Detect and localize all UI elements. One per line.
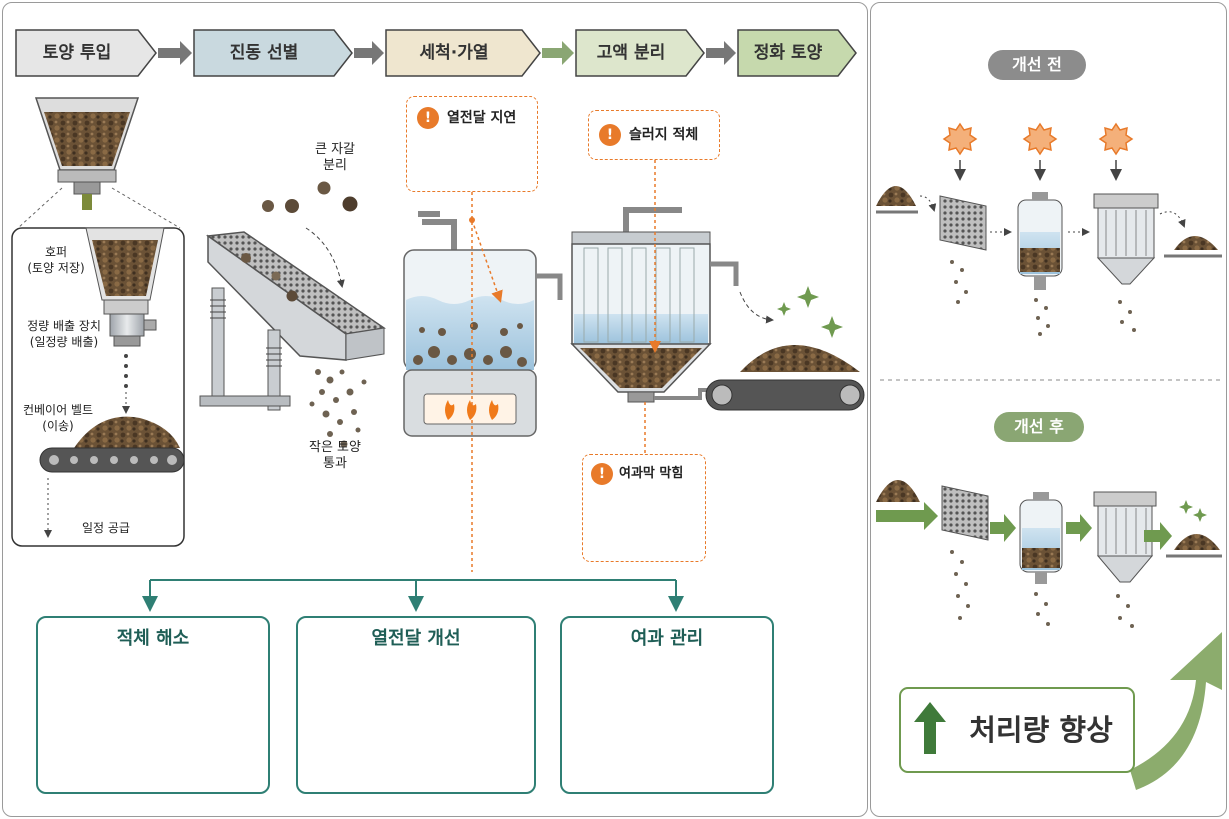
flow-arrow — [158, 41, 192, 65]
warning-connectors — [469, 160, 661, 572]
stage-label: 정화 토양 — [753, 43, 823, 63]
stage-label: 세척·가열 — [419, 43, 489, 63]
trend-up-arrow — [1130, 632, 1222, 790]
heat-delay-title: 열전달 지연 — [447, 110, 517, 126]
stage-shape — [575, 29, 705, 77]
solution-branch-arrows — [142, 579, 684, 612]
flow-arrow — [706, 41, 736, 65]
stage-shapes — [15, 29, 857, 77]
hopper-illustration — [17, 97, 181, 229]
conveyor-label: 컨베이어 벨트 (이송) — [22, 403, 94, 433]
hopper-label: 호퍼 (토양 저장) — [27, 245, 85, 275]
stage-label: 토양 투입 — [42, 43, 112, 63]
solution-filter-box: 여과 관리 — [560, 616, 774, 794]
warning-icon: ! — [599, 124, 621, 146]
before-process-illustration — [876, 122, 1222, 336]
flow-arrow — [542, 41, 574, 65]
throughput-label: 처리량 향상 — [969, 713, 1113, 747]
heat-delay-warning: ! 열전달 지연 — [406, 96, 538, 192]
solid-liquid-separator-illustration — [570, 207, 865, 411]
sludge-stagnation-title: 슬러지 적체 — [629, 127, 699, 143]
solution-title: 적체 해소 — [116, 628, 190, 649]
large-gravel-label: 큰 자갈 분리 — [314, 142, 355, 173]
after-process-illustration — [876, 480, 1222, 628]
flow-arrow — [354, 41, 384, 65]
throughput-box — [899, 687, 1135, 773]
solution-stagnation-box: 적체 해소 — [36, 616, 270, 794]
stage-shape — [193, 29, 353, 77]
hopper-detail-illustration — [39, 227, 185, 538]
stage-label: 고액 분리 — [596, 43, 666, 63]
before-label: 개선 전 — [988, 50, 1086, 80]
warning-icon: ! — [591, 463, 613, 485]
stage-label: 진동 선별 — [229, 43, 299, 63]
metering-label: 정량 배출 장치 (일정량 배출) — [27, 319, 101, 349]
supply-label: 일정 공급 — [82, 521, 130, 535]
vibrating-screen-illustration — [199, 181, 386, 448]
filter-clogging-title: 여과막 막힘 — [619, 466, 684, 481]
sludge-stagnation-warning: ! 슬러지 적체 — [588, 110, 720, 160]
small-soil-label: 작은 토양 통과 — [309, 440, 361, 471]
after-label: 개선 후 — [994, 412, 1084, 442]
up-arrow-icon — [914, 702, 946, 754]
stage-shape — [15, 29, 157, 77]
solution-title: 여과 관리 — [630, 628, 704, 649]
solution-title: 열전달 개선 — [371, 628, 461, 649]
wash-heating-tank-illustration — [403, 211, 563, 437]
stage-shape — [385, 29, 541, 77]
solution-heat-box: 열전달 개선 — [296, 616, 536, 794]
warning-icon: ! — [417, 107, 439, 129]
stage-shape — [737, 29, 857, 77]
filter-clogging-warning: ! 여과막 막힘 — [582, 454, 706, 562]
